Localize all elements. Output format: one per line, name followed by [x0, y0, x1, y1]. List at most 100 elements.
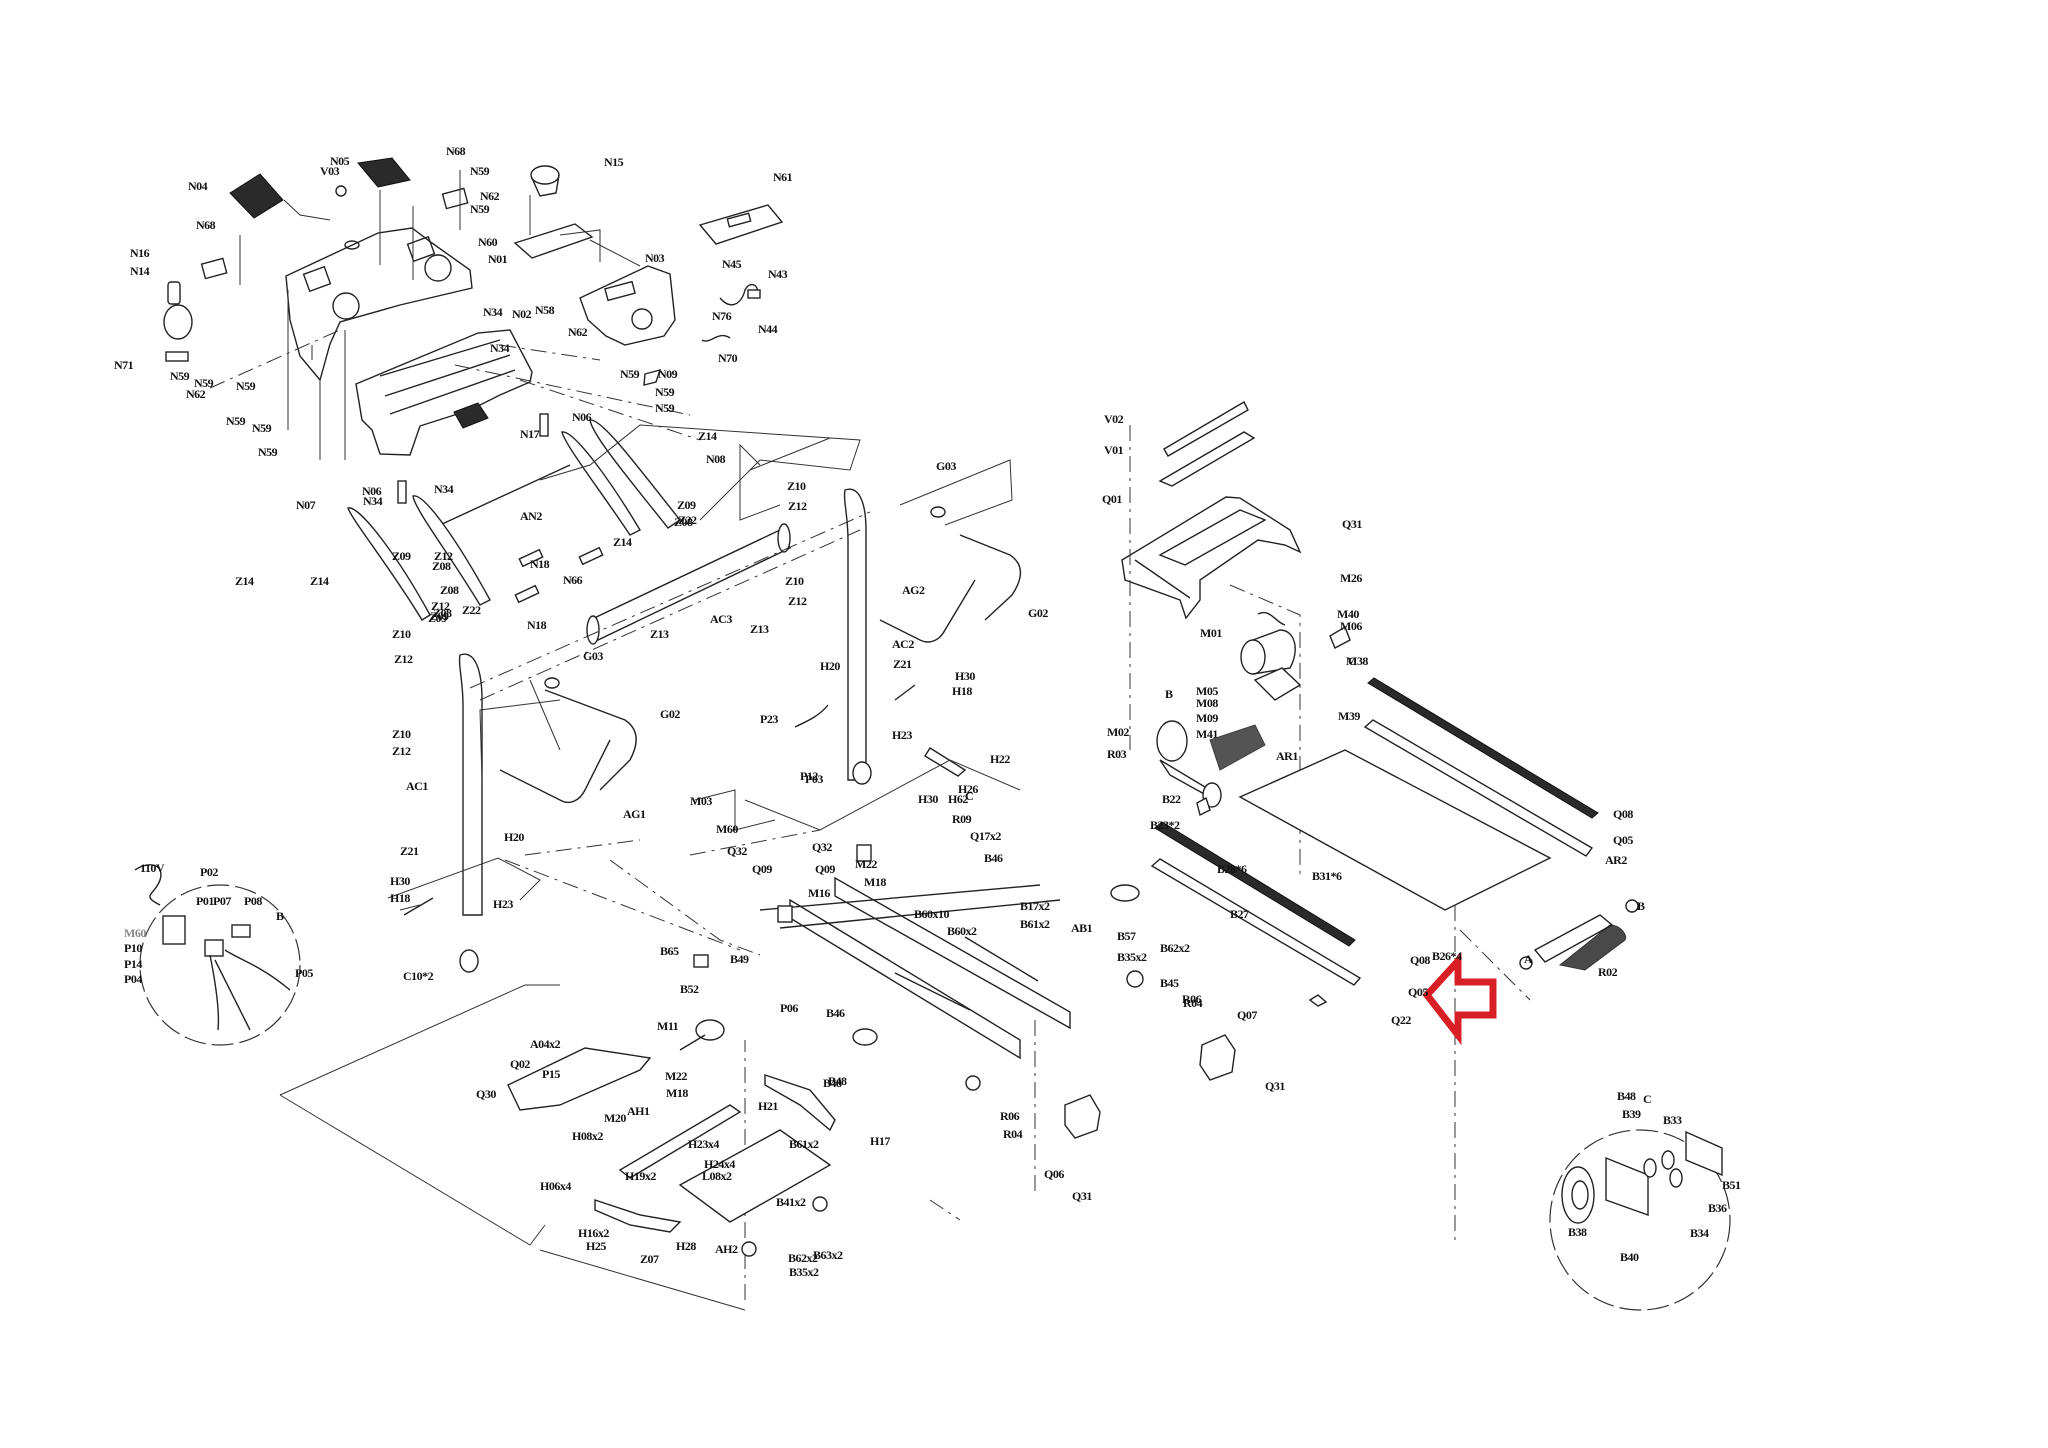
part-label: L08x2: [702, 1169, 732, 1183]
part-n14-ring: [163, 304, 193, 340]
part-label: N34: [483, 305, 503, 319]
part-label: N62: [186, 387, 206, 401]
part-label: P08: [244, 894, 262, 908]
part-label: B49: [730, 952, 749, 966]
part-label: N59: [236, 379, 256, 393]
part-b33-plate: [1685, 1130, 1723, 1177]
part-label: H30: [918, 792, 938, 806]
part-label: V01: [1104, 443, 1124, 457]
part-label: N68: [196, 218, 216, 232]
part-label: N08: [706, 452, 726, 466]
part-label: B: [1165, 687, 1173, 701]
part-label: P10: [124, 941, 142, 955]
part-label: N44: [758, 322, 778, 336]
part-handlebar-left-inner: [412, 495, 491, 606]
part-label: A: [1524, 952, 1533, 966]
part-m26-cable: [1257, 611, 1286, 626]
part-label: N61: [773, 170, 793, 184]
part-label: N16: [130, 246, 150, 260]
part-label: N06: [362, 484, 382, 498]
part-n15-cup: [530, 165, 560, 185]
part-n04-pad: [229, 173, 284, 219]
part-m06-bracket: [1329, 625, 1351, 649]
part-label: N14: [130, 264, 150, 278]
part-label: C10*2: [403, 969, 434, 983]
part-m01-motor: [1240, 639, 1266, 675]
label-a-circle: [1519, 956, 1533, 970]
part-label: R06: [1182, 992, 1202, 1006]
part-label: Z12: [788, 594, 807, 608]
part-label: N05: [330, 154, 350, 168]
part-label: Z12: [788, 499, 807, 513]
part-label: B60x10: [914, 907, 950, 921]
part-label: B35x2: [1117, 950, 1147, 964]
part-label: H23: [892, 728, 912, 742]
part-label: P15: [542, 1067, 560, 1081]
part-label: M41: [1196, 727, 1218, 741]
part-label: N07: [296, 498, 316, 512]
part-label: M20: [604, 1111, 626, 1125]
part-label: Q30: [476, 1087, 496, 1101]
part-label: H28: [676, 1239, 696, 1253]
part-label: N68: [446, 144, 466, 158]
part-ag1-handle-left: [499, 739, 611, 804]
part-label: V03: [320, 164, 340, 178]
part-g03-cap-right: [930, 506, 946, 518]
part-label: P05: [295, 966, 313, 980]
part-label: N62: [480, 189, 500, 203]
part-label: Z09: [428, 611, 447, 625]
part-label: C: [965, 789, 973, 803]
deck-assembly: [1150, 677, 1639, 1245]
part-label: N60: [478, 235, 498, 249]
part-q05-rail-back: [1363, 719, 1594, 857]
part-ag2-handle-right: [879, 579, 976, 643]
part-n61-overlay: [698, 204, 784, 245]
part-label: AC2: [892, 637, 914, 651]
part-p02-power-cord: [134, 864, 162, 906]
part-label: M18: [864, 875, 886, 889]
part-label: B61x2: [789, 1137, 819, 1151]
part-n44-cable: [719, 283, 759, 306]
part-label: Q01: [1102, 492, 1122, 506]
part-n71-base: [165, 351, 189, 362]
part-label: H17: [870, 1134, 890, 1148]
part-label: N34: [490, 341, 510, 355]
part-label: N59: [258, 445, 278, 459]
part-n43-sensor: [747, 289, 761, 299]
label-b-circle: [1625, 899, 1639, 913]
part-h30-bolt-right: [894, 684, 916, 701]
part-label: B52: [680, 982, 699, 996]
part-ar1-belt: [1209, 724, 1266, 771]
part-label: B35x2: [789, 1265, 819, 1279]
part-label: Q06: [1044, 1167, 1064, 1181]
part-label: H30: [390, 874, 410, 888]
part-label: B31*6: [1312, 869, 1342, 883]
part-label: B46: [984, 851, 1003, 865]
part-label: N59: [620, 367, 640, 381]
part-label: B39: [1622, 1107, 1641, 1121]
part-p23-cable: [794, 704, 829, 728]
part-label: Z08: [440, 583, 459, 597]
part-label: B27: [1230, 907, 1249, 921]
part-label: M08: [1196, 696, 1218, 710]
part-label: Q08: [1410, 953, 1430, 967]
part-label: Z14: [698, 429, 717, 443]
part-h26-lever: [924, 747, 967, 777]
part-label: N66: [563, 573, 583, 587]
part-b34-plate: [1605, 1156, 1649, 1216]
part-label: B23*2: [1150, 818, 1180, 832]
part-label: B65: [660, 944, 679, 958]
part-label: B41x2: [776, 1195, 806, 1209]
part-label: H16x2: [578, 1226, 609, 1240]
part-label: M40: [1337, 607, 1359, 621]
part-label: N59: [194, 376, 214, 390]
part-label: N17: [520, 427, 540, 441]
part-label: M18: [666, 1086, 688, 1100]
part-label: P04: [124, 972, 142, 986]
part-label: AG1: [623, 807, 646, 821]
part-label: Z10: [392, 727, 411, 741]
part-label: H26: [958, 782, 978, 796]
part-label: Z13: [650, 627, 669, 641]
part-label: Z09: [677, 498, 696, 512]
part-label: Q32: [812, 840, 832, 854]
